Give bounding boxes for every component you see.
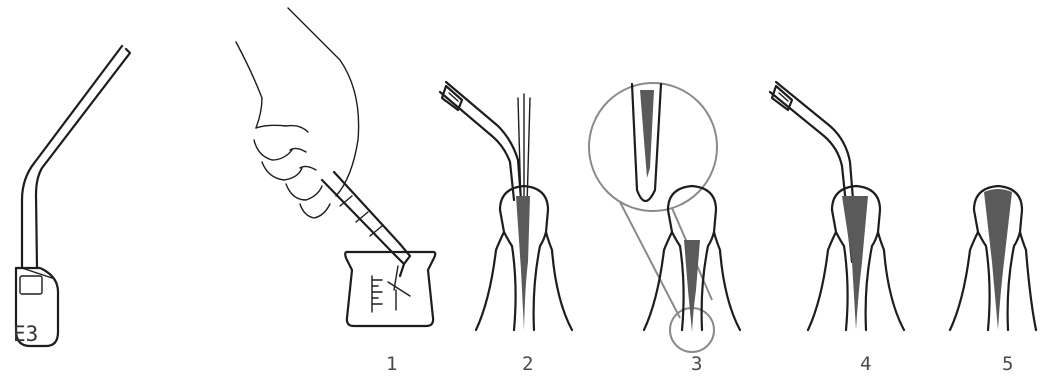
step-4-illustration: 4 (770, 82, 904, 375)
step-number-label: 1 (386, 353, 397, 375)
step-5-illustration: 5 (950, 186, 1036, 375)
step-2-illustration: 2 (440, 82, 572, 375)
step-number-label: 2 (522, 353, 533, 375)
tip-code-label: E3 (13, 322, 38, 346)
ultrasonic-tip-e3: E3 (13, 46, 130, 346)
step-number-label: 4 (860, 353, 871, 375)
step-3-illustration: 3 (589, 83, 740, 375)
step-number-label: 3 (691, 353, 702, 375)
step-number-label: 5 (1002, 353, 1013, 375)
step-1-illustration: 1 (236, 8, 435, 375)
